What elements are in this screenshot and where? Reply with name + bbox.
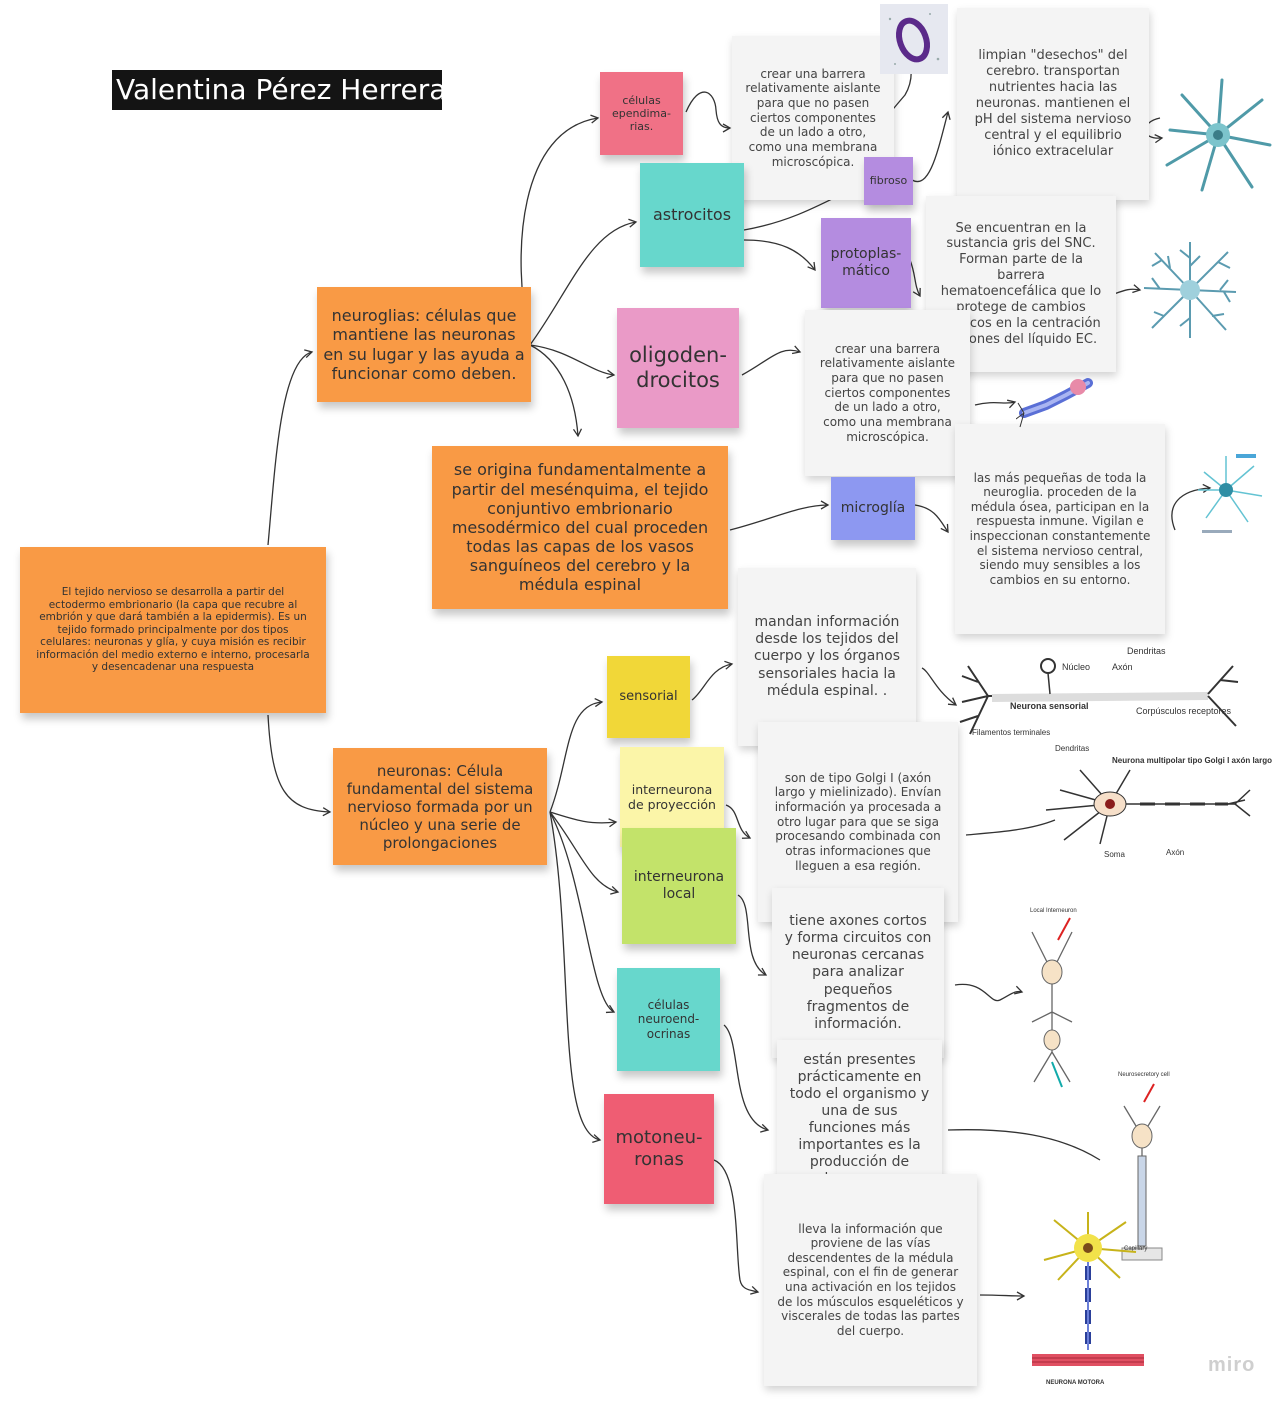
local-interneuron-image[interactable]: [1022, 912, 1086, 1092]
neuroendocrinas-image-line: [947, 1129, 1101, 1161]
label-axon: Axón: [1112, 662, 1133, 672]
label-golgi-axon: Axón: [1166, 848, 1185, 857]
label-local-interneuron: Local Interneuron: [1030, 908, 1077, 914]
root-note[interactable]: El tejido nervioso se desarrolla a parti…: [20, 547, 326, 713]
sensorial-image-arrow: [921, 667, 958, 706]
label-corpusculos: Corpúsculos receptores: [1136, 706, 1232, 716]
label-filamentos: Filamentos terminales: [972, 728, 1051, 737]
proyeccion-image-line: [965, 819, 1056, 836]
ependymal-cell-image[interactable]: [880, 4, 948, 74]
label-neurosecretory: Neurosecretory cell: [1118, 1072, 1170, 1078]
sensory-neuron-image[interactable]: [958, 646, 1240, 750]
oligodendrocitos-description[interactable]: crear una barrera relativamente aislante…: [805, 310, 970, 476]
neuroglias-note[interactable]: neuroglias: células que mantiene las neu…: [317, 287, 531, 402]
label-dendritas: Dendritas: [1127, 646, 1166, 656]
neuroglias-to-ependimarias-arrow: [520, 114, 600, 346]
golgi-neuron-image[interactable]: [1040, 760, 1252, 850]
fibroso-arrow: [911, 110, 951, 183]
motor-neuron-image[interactable]: [1030, 1208, 1146, 1380]
label-golgi-title: Neurona multipolar tipo Golgi I axón lar…: [1112, 756, 1273, 765]
interneurona-local-note[interactable]: interneurona local: [622, 828, 736, 944]
ependimarias-note[interactable]: células ependima-rias.: [600, 72, 683, 155]
microglia-image-arrow: [1171, 483, 1212, 531]
label-golgi-dendritas: Dendritas: [1055, 744, 1090, 753]
page-title: Valentina Pérez Herrera: [112, 70, 446, 110]
label-golgi-soma: Soma: [1104, 850, 1125, 859]
sensorial-note[interactable]: sensorial: [607, 656, 690, 738]
miro-watermark: miro: [1208, 1354, 1256, 1376]
motoneuronas-arrow: [713, 1159, 760, 1295]
label-motor-neuron: NEURONA MOTORA: [1046, 1380, 1105, 1386]
root-to-neuronas-arrow: [267, 714, 332, 817]
neuronas-to-motoneuronas-arrow: [549, 811, 602, 1143]
neuronas-to-neuroendocrinas-arrow: [549, 811, 616, 1014]
protoplasmatico-note[interactable]: protoplas-mático: [821, 218, 911, 308]
microglia-image[interactable]: [1196, 452, 1268, 540]
microglia-arrow: [914, 504, 949, 534]
oligodendrocitos-note[interactable]: oligoden-drocitos: [617, 308, 739, 428]
neuroglias-to-astrocitos-arrow: [529, 218, 638, 346]
protoplasmic-astrocyte-image[interactable]: [1140, 238, 1240, 342]
motoneuronas-note[interactable]: motoneu-ronas: [604, 1094, 714, 1204]
label-nucleo: Núcleo: [1062, 662, 1091, 672]
ependimarias-arrow: [685, 91, 732, 133]
motoneuronas-description[interactable]: lleva la información que proviene de las…: [764, 1174, 977, 1386]
protoplasmatico-image-arrow: [1113, 284, 1142, 295]
neuronas-to-sensorial-arrow: [549, 698, 604, 813]
proyeccion-arrow: [725, 804, 752, 839]
sensorial-arrow: [691, 660, 734, 701]
oligodendrocitos-image-arrow: [974, 399, 1017, 409]
astrocitos-note[interactable]: astrocitos: [640, 163, 744, 267]
oligodendrocyte-image[interactable]: [1016, 373, 1102, 429]
root-to-neuroglias-arrow: [267, 349, 314, 546]
neuronas-note[interactable]: neuronas: Célula fundamental del sistema…: [333, 748, 547, 865]
local-image-arrow: [954, 983, 1024, 1002]
oligodendrocitos-arrow: [741, 345, 802, 376]
protoplasmatico-arrow: [909, 259, 921, 298]
local-arrow: [737, 894, 768, 976]
fibrous-astrocyte-image[interactable]: [1162, 75, 1274, 195]
neuroendocrinas-note[interactable]: células neuroend-ocrinas: [617, 968, 720, 1071]
fibroso-note[interactable]: fibroso: [864, 157, 913, 205]
neuronas-to-local-arrow: [549, 811, 620, 895]
astrocitos-to-protoplasmatico-arrow: [743, 239, 816, 272]
label-capillary: Capillary: [1124, 1246, 1148, 1252]
microglia-description[interactable]: las más pequeñas de toda la neuroglia. p…: [955, 424, 1165, 634]
origin-to-microglia-arrow: [729, 500, 830, 531]
microglia-note[interactable]: microglía: [831, 477, 915, 540]
neuroglias-to-origin-arrow: [529, 344, 583, 438]
origin-note[interactable]: se origina fundamentalmente a partir del…: [432, 446, 728, 609]
neuroglias-to-oligodendrocitos-arrow: [529, 344, 616, 379]
label-neurona-sensorial: Neurona sensorial: [1010, 701, 1089, 711]
sensorial-description[interactable]: mandan información desde los tejidos del…: [738, 568, 916, 746]
neuroendocrinas-arrow: [723, 1024, 770, 1133]
neuronas-to-proyeccion-arrow: [549, 811, 618, 828]
motoneuronas-image-arrow: [979, 1291, 1026, 1301]
interneurona-local-description[interactable]: tiene axones cortos y forma circuitos co…: [772, 888, 944, 1058]
fibroso-description[interactable]: limpian "desechos" del cerebro. transpor…: [957, 8, 1149, 200]
